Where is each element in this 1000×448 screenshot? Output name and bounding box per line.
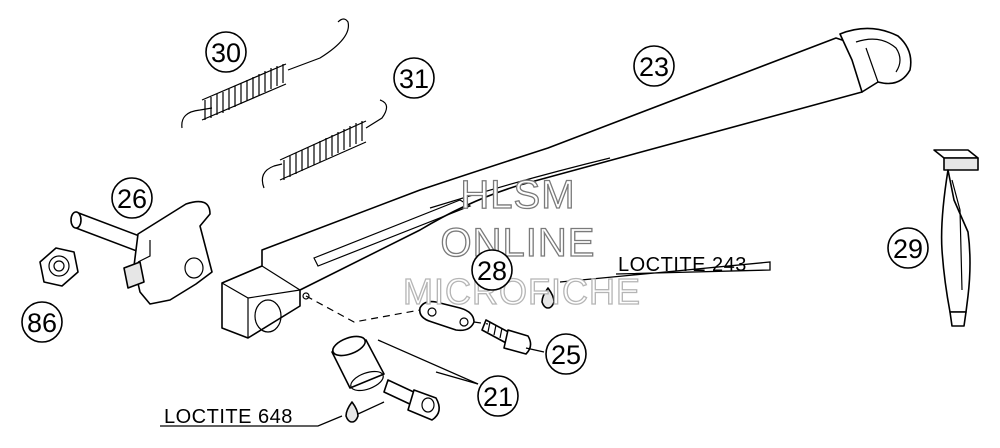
watermark: HLSM ONLINE MICROFICHE	[402, 172, 641, 312]
callout-28: 28	[471, 249, 513, 291]
callout-21: 21	[477, 375, 519, 417]
leader-line	[435, 371, 479, 385]
callout-86: 86	[21, 301, 63, 343]
callout-86-label: 86	[27, 308, 57, 338]
callout-28-label: 28	[477, 256, 507, 286]
callout-25-label: 25	[551, 340, 581, 370]
hex-nut	[39, 247, 79, 287]
loctite-648-note: LOCTITE 648	[164, 406, 293, 428]
callout-23-label: 23	[639, 52, 669, 82]
leader-line	[377, 339, 479, 385]
assembly-line	[473, 321, 489, 325]
callout-26-label: 26	[117, 184, 147, 214]
tool-key	[933, 149, 979, 327]
assembly-line	[305, 295, 421, 323]
callout-29: 29	[887, 227, 929, 269]
leader-line	[559, 261, 771, 283]
spring-upper	[181, 18, 350, 129]
leader-line	[357, 401, 385, 415]
leader-line	[525, 347, 545, 353]
pivot-bracket	[70, 200, 213, 305]
callout-31: 31	[393, 57, 435, 99]
watermark-line-2: ONLINE	[441, 221, 596, 265]
side-stand-leg	[221, 27, 912, 339]
loctite-drop-icon	[345, 401, 359, 423]
callout-21-label: 21	[483, 382, 513, 412]
spring-lower	[261, 99, 388, 189]
small-bolt	[481, 319, 532, 355]
cap-bolt	[383, 379, 440, 421]
callout-29-label: 29	[893, 234, 923, 264]
loctite-drop-icon	[541, 287, 555, 309]
callout-30: 30	[205, 31, 247, 73]
watermark-line-3: MICROFICHE	[403, 271, 641, 312]
callout-30-label: 30	[211, 38, 241, 68]
leader-line	[160, 415, 343, 427]
callout-31-label: 31	[399, 64, 429, 94]
callout-23: 23	[633, 45, 675, 87]
callout-25: 25	[545, 333, 587, 375]
callout-26: 26	[111, 177, 153, 219]
watermark-line-1: HLSM	[460, 173, 575, 217]
loctite-243-note: LOCTITE 243	[618, 254, 747, 276]
bushing	[331, 335, 385, 392]
